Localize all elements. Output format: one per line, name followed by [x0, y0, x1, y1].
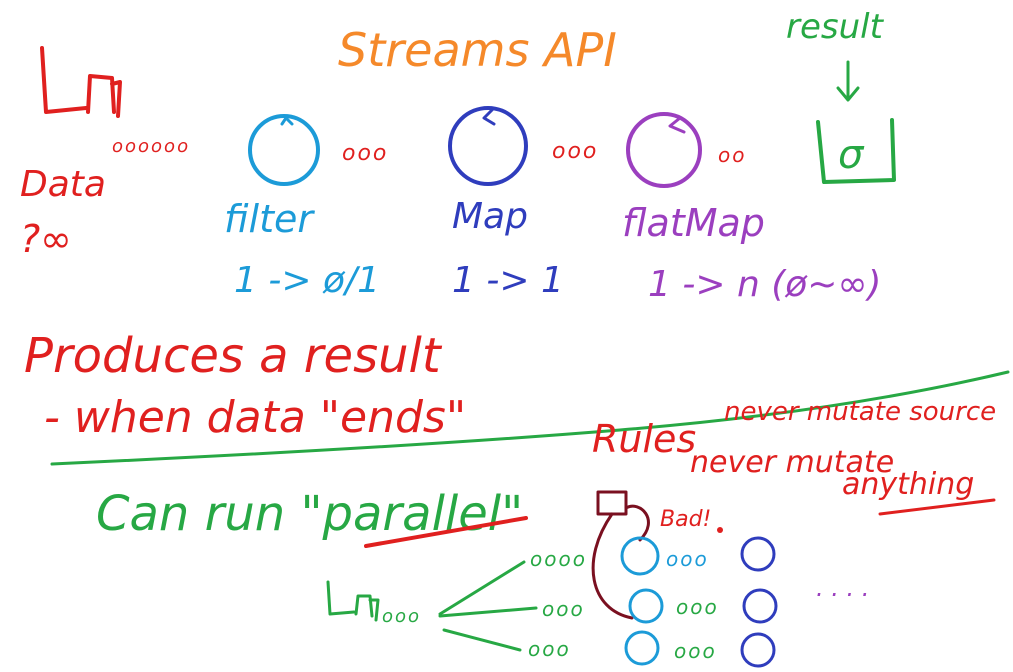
branch-1-out-dots: ooo: [666, 547, 709, 571]
branch-2-in-dots: ooo: [542, 597, 585, 621]
parallel-underline: [364, 516, 528, 548]
result-arrow: [836, 60, 860, 102]
title: Streams API: [338, 23, 617, 77]
parallel-word: parallel: [322, 486, 502, 542]
map-stage-arrow: [482, 108, 496, 126]
fork-line-bottom: [442, 628, 522, 652]
branch-3-out-dots: ooo: [674, 639, 717, 663]
branch-1-in-dots: oooo: [530, 547, 587, 571]
shared-state-box: [596, 490, 628, 516]
branch-3-in-dots: ooo: [528, 637, 571, 661]
map-label: Map: [452, 196, 528, 237]
section-divider: [50, 370, 1010, 466]
rule-never-mutate-source: never mutate source: [724, 397, 996, 427]
filter-label: filter: [224, 197, 315, 241]
branch-3-map-circle: [740, 632, 776, 668]
data-label: Data: [20, 164, 106, 205]
filter-stage-arrow: [280, 116, 294, 126]
anything-underline: [878, 498, 996, 516]
fork-line-middle: [438, 606, 538, 618]
produces-line-2: - when data "ends": [44, 392, 466, 443]
map-dots: ooo: [552, 139, 598, 164]
branch-ellipsis: . . . .: [816, 574, 869, 602]
map-stage-circle: [448, 106, 528, 186]
result-box: [816, 118, 896, 184]
stream-source-icon: [40, 46, 122, 118]
flatmap-dots: oo: [718, 143, 746, 167]
data-cardinality: ?∞: [20, 217, 72, 261]
map-cardinality: 1 -> 1: [452, 260, 564, 301]
bad-dot: [717, 527, 723, 533]
rule-anything: anything: [842, 467, 974, 502]
branch-2-map-circle: [742, 588, 778, 624]
filter-stage-circle: [248, 114, 320, 186]
filter-cardinality: 1 -> ø/1: [234, 260, 380, 301]
produces-line-1: Produces a result: [24, 328, 443, 384]
source-dots: oooooo: [112, 136, 190, 157]
bad-label: Bad!: [660, 507, 711, 532]
flatmap-stage-circle: [626, 112, 702, 188]
filter-dots: ooo: [342, 141, 388, 166]
rule-never-mutate: never mutate: [690, 445, 894, 480]
parallel-source-icon: [326, 580, 380, 622]
branch-1-filter-circle: [620, 536, 660, 576]
parallel-suffix: ": [501, 486, 523, 542]
result-label: result: [786, 7, 885, 47]
shared-state-loop: [591, 504, 650, 620]
branch-1-map-circle: [740, 536, 776, 572]
parallel-prefix: Can run ": [96, 486, 323, 542]
branch-2-out-dots: ooo: [676, 595, 719, 619]
parallel-heading: Can run "parallel": [96, 486, 523, 542]
parallel-source-dots: ooo: [382, 606, 421, 627]
fork-line-top: [438, 560, 526, 616]
branch-2-filter-circle: [628, 588, 664, 624]
rules-label: Rules: [592, 417, 696, 461]
flatmap-stage-arrow: [668, 116, 686, 134]
flatmap-cardinality: 1 -> n (ø~∞): [648, 264, 881, 305]
branch-3-filter-circle: [624, 630, 660, 666]
flatmap-label: flatMap: [622, 201, 765, 245]
result-glyph: σ: [838, 132, 865, 178]
